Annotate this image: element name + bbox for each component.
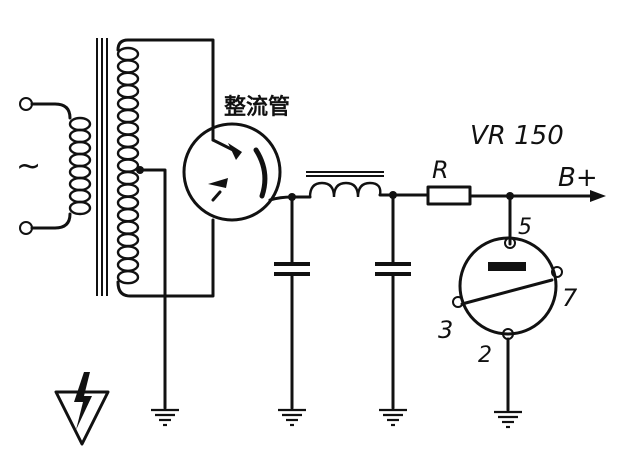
primary-coil-turn <box>68 140 92 156</box>
ac-source-symbol: ~ <box>16 149 41 184</box>
output-label: B+ <box>558 163 598 193</box>
input-wire-bottom <box>30 212 72 230</box>
primary-coil-turn <box>68 176 92 192</box>
pin-5-contact <box>504 237 516 249</box>
anode-2-lead <box>211 190 222 202</box>
vr-anode <box>488 262 526 271</box>
center-tap-node <box>136 166 144 174</box>
wire-secondary-bottom <box>116 218 215 298</box>
secondary-coil-turn <box>116 108 140 124</box>
ground-symbol-2 <box>278 408 306 427</box>
input-wire-top <box>30 102 72 120</box>
primary-coil-turn <box>68 164 92 180</box>
ac-input: ~ <box>16 97 72 235</box>
wire-center-tap <box>138 168 167 410</box>
secondary-wiring <box>116 38 215 410</box>
input-terminal-top <box>19 97 33 111</box>
capacitor-c1 <box>274 195 310 410</box>
wire-secondary-top <box>116 38 215 142</box>
anode-1-lead <box>211 138 235 152</box>
vr-cathode <box>460 278 554 306</box>
pin-3-contact <box>452 296 464 308</box>
filter-choke <box>306 171 384 198</box>
secondary-coil-turn <box>116 133 140 149</box>
secondary-coil-turn <box>116 59 140 74</box>
ground-symbol-1 <box>151 408 179 427</box>
choke-winding <box>308 181 382 198</box>
resistor-label: R <box>432 156 449 184</box>
resistor: R <box>426 156 472 206</box>
pin-5-label: 5 <box>518 215 532 240</box>
primary-coil-turn <box>68 116 92 132</box>
secondary-coil-turn <box>116 270 140 285</box>
ground-symbol-4 <box>494 410 522 429</box>
resistor-body <box>426 185 472 206</box>
input-terminal-bottom <box>19 221 33 235</box>
output-arrow <box>590 190 606 202</box>
secondary-coil-turn <box>116 245 140 260</box>
secondary-coil-turn <box>116 71 140 87</box>
vr-tube-label: VR 150 <box>470 121 564 151</box>
lightning-bolt-icon <box>74 372 92 430</box>
rectifier-tube: 整流管 <box>182 94 290 222</box>
secondary-coil-turn <box>116 207 140 223</box>
secondary-coil-turn <box>116 46 140 62</box>
cathode-filament <box>253 147 268 199</box>
anode-1 <box>228 143 242 160</box>
rectifier-tube-label: 整流管 <box>224 94 290 120</box>
secondary-coil-turn <box>116 220 140 235</box>
primary-coil-turn <box>68 128 92 144</box>
pin-7-label: 7 <box>562 284 578 312</box>
warning-emblem <box>54 372 110 446</box>
secondary-coil-turn <box>116 170 140 186</box>
secondary-coil-turn <box>116 183 140 198</box>
pin-2-label: 2 <box>478 343 492 368</box>
secondary-coil-turn <box>116 83 140 99</box>
transformer-secondary <box>116 46 140 285</box>
secondary-coil-turn <box>116 145 140 161</box>
pin-7-contact <box>551 266 563 278</box>
anode-2 <box>208 178 228 188</box>
primary-coil-turn <box>68 200 92 216</box>
ground-symbol-3 <box>379 408 407 427</box>
rectifier-envelope <box>182 122 282 222</box>
primary-coil-turn <box>68 188 92 204</box>
secondary-coil-turn <box>116 195 140 211</box>
secondary-coil-turn <box>116 232 140 248</box>
capacitor-c2 <box>375 193 411 410</box>
pin-3-label: 3 <box>438 316 453 344</box>
voltage-regulator-tube: VR 150 5 7 3 2 <box>438 121 578 412</box>
secondary-coil-turn <box>116 158 140 173</box>
secondary-coil-turn <box>116 257 140 272</box>
transformer-core <box>96 38 108 296</box>
secondary-coil-turn <box>116 96 140 111</box>
secondary-coil-turn <box>116 121 140 136</box>
primary-coil-turn <box>68 152 92 168</box>
vr-envelope <box>458 236 558 336</box>
transformer-primary <box>68 116 92 216</box>
